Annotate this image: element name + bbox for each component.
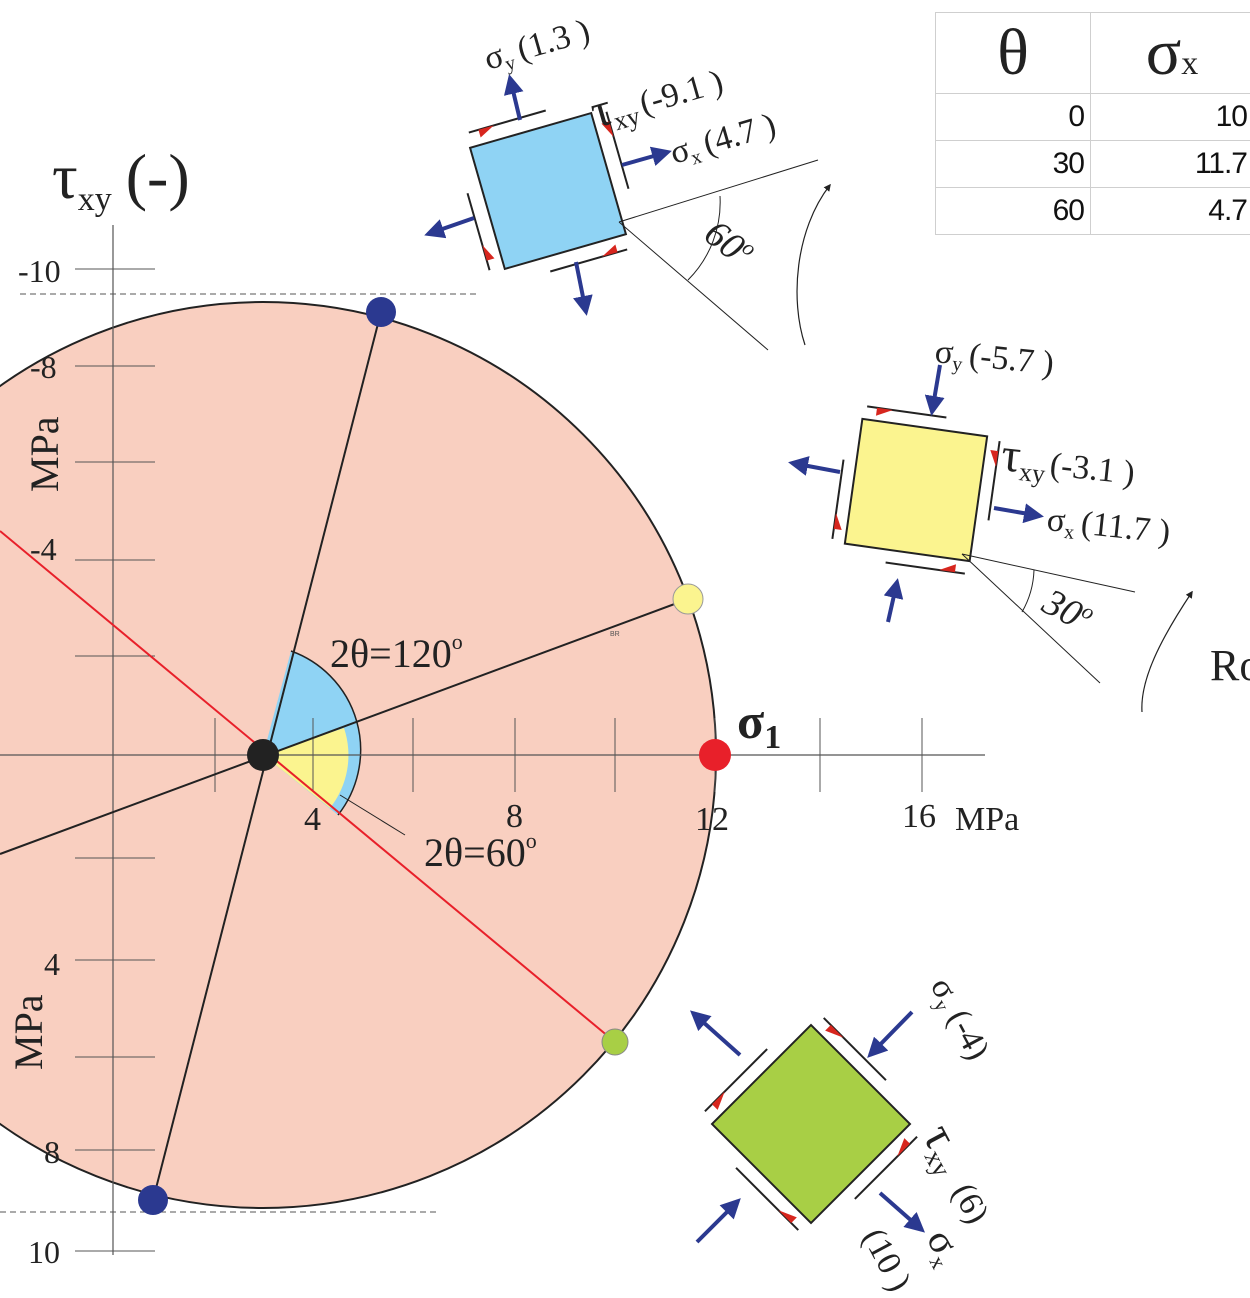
svg-text:τxy(-3.1 ): τxy(-3.1 ) — [999, 428, 1138, 498]
table-header-row: θ σx — [935, 12, 1250, 94]
mpa-lower-label: MPa — [6, 994, 51, 1070]
stress-element-green: σy(-4) τxy(6) (10 ) σx — [690, 971, 1008, 1297]
svg-text:σy(-4): σy(-4) — [920, 971, 996, 1067]
svg-text:σx(11.7 ): σx(11.7 ) — [1045, 501, 1172, 554]
diameter-green — [0, 530, 616, 1043]
point-yellow — [672, 583, 704, 615]
stress-element-yellow: σy(-5.7 ) τxy(-3.1 ) σx(11.7 ) 30o Ro — [788, 333, 1250, 713]
y-axis-ticks — [75, 268, 155, 1252]
svg-text:(10 ): (10 ) — [855, 1222, 918, 1297]
diameter-yellow — [0, 598, 689, 855]
svg-text:Ro: Ro — [1210, 641, 1250, 690]
x-tick-label: 8 — [506, 798, 523, 835]
svg-text:60o: 60o — [696, 211, 761, 275]
y-tick-label: -8 — [30, 349, 57, 385]
sigma1-label: σ1 — [737, 693, 781, 756]
table-header-theta: θ — [935, 12, 1091, 94]
stress-table: θ σx 0 10 30 11.7 60 4.7 — [935, 12, 1250, 242]
table-cell: 10 — [1090, 93, 1250, 141]
leader-line-60 — [339, 794, 406, 836]
tau-axis-label: τxy(-) — [52, 141, 190, 218]
table-header-sigma-x: σx — [1090, 12, 1250, 94]
y-tick-label: 4 — [44, 946, 60, 982]
svg-text:σy(-5.7 ): σy(-5.7 ) — [933, 333, 1056, 385]
y-tick-label: 8 — [44, 1134, 60, 1170]
table-cell: 11.7 — [1090, 140, 1250, 188]
point-blue-top — [366, 297, 396, 327]
y-tick-label: -10 — [18, 253, 61, 289]
point-sigma1 — [699, 739, 731, 771]
mpa-upper-label: MPa — [22, 416, 67, 492]
table-row: 60 4.7 — [935, 187, 1250, 235]
y-tick-label: 10 — [28, 1234, 60, 1270]
table-cell: 0 — [935, 93, 1091, 141]
table-cell: 4.7 — [1090, 187, 1250, 235]
mpa-right-label: MPa — [955, 801, 1019, 838]
table-row: 30 11.7 — [935, 140, 1250, 188]
x-tick-label: 12 — [695, 801, 729, 838]
table-row: 0 10 — [935, 93, 1250, 141]
x-tick-label: 16 — [902, 798, 936, 835]
point-center — [247, 739, 279, 771]
point-green — [601, 1028, 629, 1056]
y-tick-label: -4 — [30, 531, 57, 567]
table-cell: 30 — [935, 140, 1091, 188]
svg-text:σy(1.3 ): σy(1.3 ) — [480, 12, 595, 80]
angle-60-label: 2θ=60o — [424, 828, 537, 875]
svg-text:σx(4.7 ): σx(4.7 ) — [666, 106, 781, 174]
table-cell: 60 — [935, 187, 1091, 235]
svg-text:τxy(6): τxy(6) — [910, 1115, 1008, 1232]
stress-element-blue: σy(1.3 ) τxy(-9.1 ) σx(4.7 ) 60o — [424, 12, 831, 351]
angle-120-label: 2θ=120o — [330, 629, 463, 676]
point-blue-bottom — [138, 1185, 168, 1215]
x-tick-label: 4 — [304, 801, 321, 838]
small-mark: BR — [610, 631, 620, 638]
